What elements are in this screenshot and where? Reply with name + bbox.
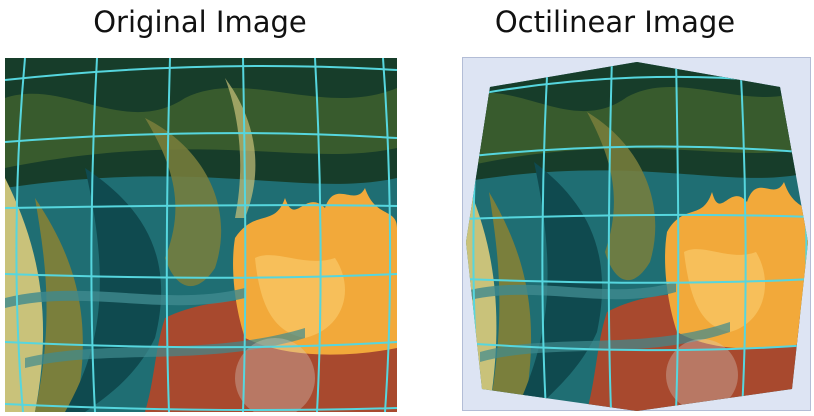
- grid-line: [675, 62, 680, 411]
- grid-line: [382, 58, 392, 412]
- grid-line: [5, 403, 397, 412]
- grid-line: [607, 62, 613, 411]
- octilinear-image-title: Octilinear Image: [494, 5, 736, 39]
- grid-line: [5, 273, 397, 279]
- grid-line: [242, 58, 247, 412]
- warped-artwork: [466, 62, 808, 411]
- grid-line: [314, 58, 322, 412]
- grid-line: [466, 278, 808, 284]
- grid-line: [165, 58, 171, 412]
- grid-line: [5, 132, 397, 143]
- grid-line: [15, 58, 26, 412]
- grid-line: [466, 213, 808, 220]
- original-image-title: Original Image: [93, 5, 307, 39]
- grid-line: [466, 145, 808, 158]
- grid-line: [5, 204, 397, 209]
- foliage-artwork: [5, 58, 397, 412]
- grid-line: [739, 62, 747, 411]
- octilinear-image: [462, 57, 811, 411]
- grid-line: [90, 58, 98, 412]
- grid-line: [5, 341, 397, 349]
- original-image: [5, 58, 397, 412]
- curved-grid: [5, 58, 397, 412]
- grid-line: [541, 62, 549, 411]
- grid-line: [5, 64, 397, 81]
- grid-line: [466, 342, 808, 352]
